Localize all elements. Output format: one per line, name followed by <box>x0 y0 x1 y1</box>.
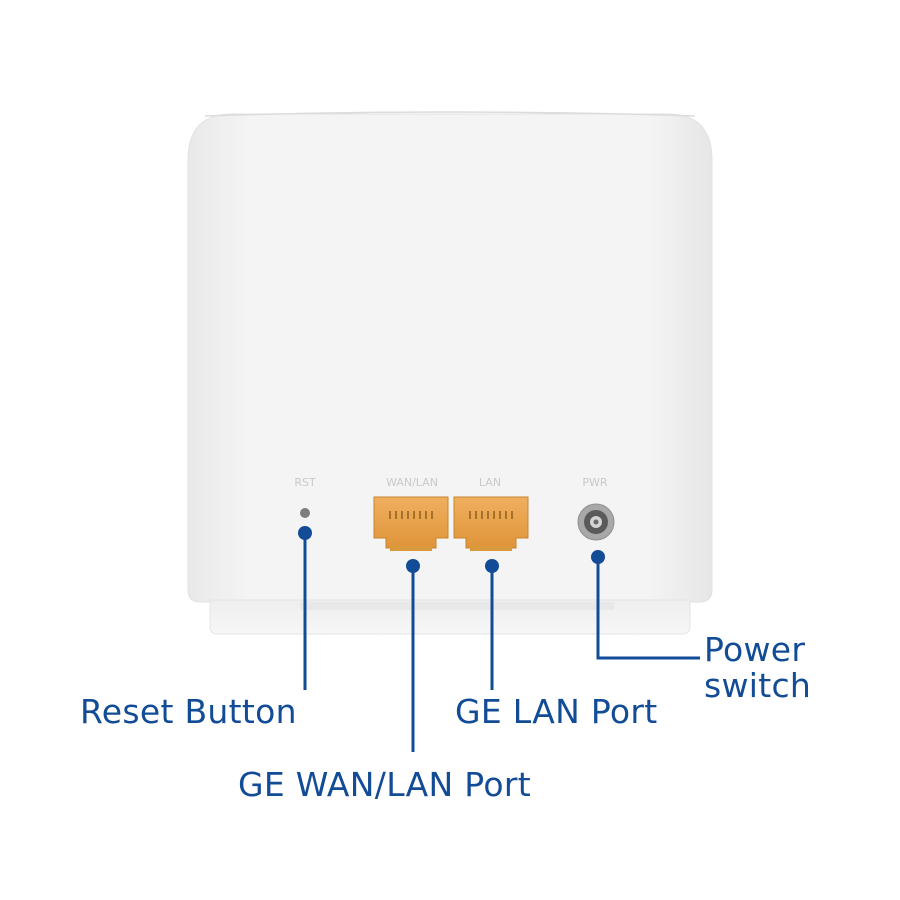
reset-pinhole <box>300 508 310 518</box>
reset-button-callout: Reset Button <box>80 692 297 731</box>
lan-port-label: LAN <box>479 476 501 489</box>
power-callout-dot <box>591 550 605 564</box>
callout-lines <box>303 532 700 752</box>
router-body <box>187 111 713 635</box>
pwr-port-label: PWR <box>582 476 608 489</box>
power-switch-callout-line1: Power <box>704 630 806 669</box>
lan-callout-dot <box>485 559 499 573</box>
reset-callout-dot <box>298 526 312 540</box>
rst-port-label: RST <box>294 476 316 489</box>
power-switch-callout-line2: switch <box>704 666 812 705</box>
ge-wan-lan-port-callout: GE WAN/LAN Port <box>238 765 531 804</box>
wan-lan-port <box>373 496 449 551</box>
ge-lan-port-callout: GE LAN Port <box>455 692 658 731</box>
power-leader-line <box>596 557 700 660</box>
wan-lan-callout-dot <box>406 559 420 573</box>
wan-lan-port-label: WAN/LAN <box>386 476 438 489</box>
lan-port <box>453 496 529 551</box>
power-jack <box>577 503 615 541</box>
foot-vents <box>300 602 614 610</box>
power-switch-callout: Power switch <box>704 632 811 704</box>
